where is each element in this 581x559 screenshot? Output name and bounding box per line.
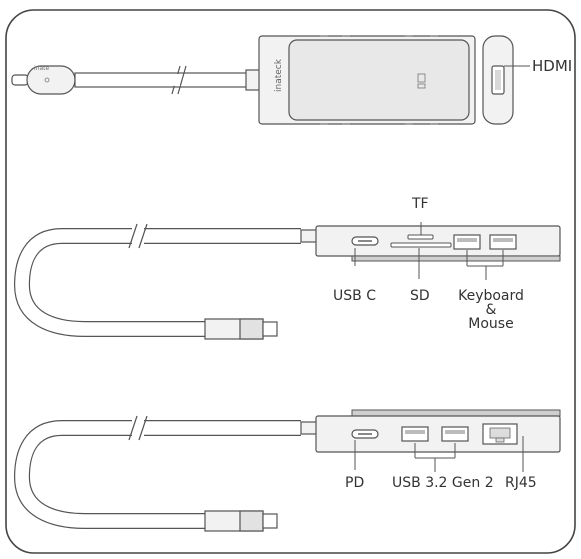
hdmi-label: HDMI [532,57,573,75]
cable-brand-text: inate [34,65,49,72]
top-cable-collar [245,69,261,91]
bottom-cable-collar [300,421,318,435]
top-cable [74,72,248,88]
pd-label: PD [345,475,365,491]
bottom-hub-view [13,409,561,532]
mouse-label: Mouse [468,316,514,332]
tf-label: TF [412,196,429,212]
bottom-cable-loop [13,420,301,529]
top-hub-view [11,35,530,125]
sd-label: SD [410,288,430,304]
middle-cable-loop [13,228,301,337]
top-hub-panel [288,39,470,121]
ampersand-label: & [485,302,497,318]
rj45-label: RJ45 [505,475,537,491]
middle-hub-view [13,222,561,340]
top-usb-c-plug [11,74,29,86]
usb32-label: USB 3.2 Gen 2 [392,475,494,491]
power-icon [44,77,50,83]
sd-slot [390,242,452,248]
keyboard-label: Keyboard [458,288,524,304]
middle-cable-collar [300,229,318,243]
tf-slot [407,234,434,240]
outer-frame [5,9,576,554]
usb-c-label: USB C [333,288,376,304]
hub-brand-text: inateck [274,58,284,92]
panel-icon [417,73,426,83]
